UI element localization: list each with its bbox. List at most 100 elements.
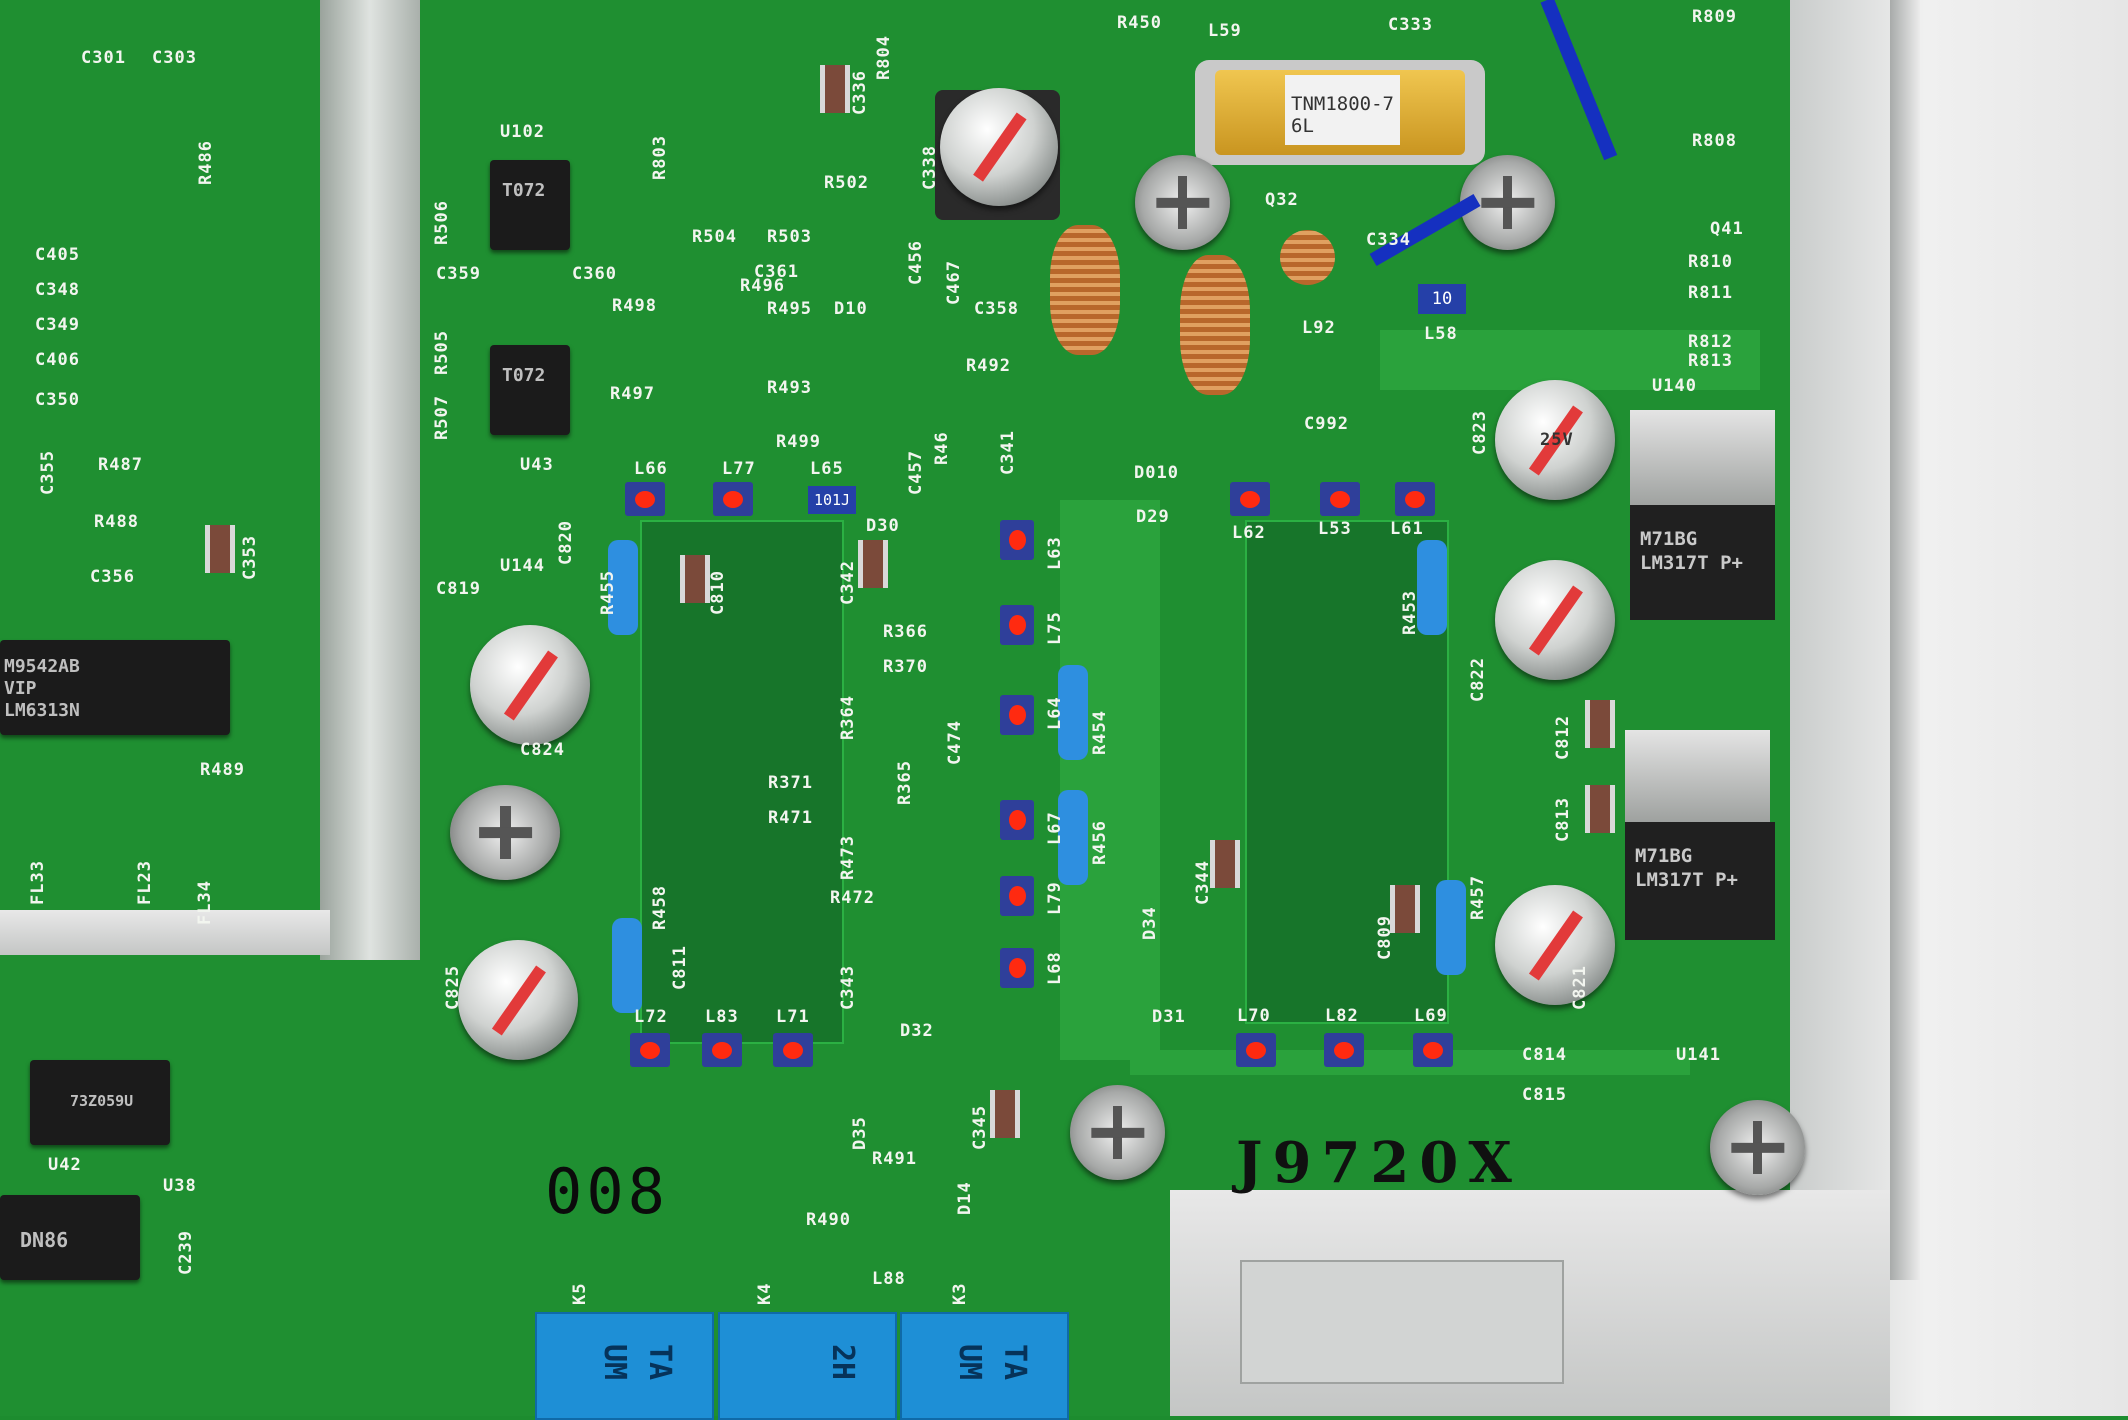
electrolytic-capacitor-c338 xyxy=(940,88,1058,206)
silkscreen-label: R371 xyxy=(768,773,813,793)
silkscreen-label: R491 xyxy=(872,1149,917,1169)
silkscreen-label: C360 xyxy=(572,264,617,284)
metal-shield-left xyxy=(320,0,420,960)
silkscreen-label: U102 xyxy=(500,122,545,142)
silkscreen-label: L82 xyxy=(1325,1006,1359,1026)
silkscreen-label: K5 xyxy=(570,1282,590,1305)
screw xyxy=(1070,1085,1165,1180)
silkscreen-label: L58 xyxy=(1424,324,1458,344)
silkscreen-label: L59 xyxy=(1208,21,1242,41)
air-core-inductor xyxy=(1050,225,1120,355)
smd-inductor-l62 xyxy=(1230,482,1270,516)
smd-inductor-l68 xyxy=(1000,948,1034,988)
silkscreen-label: L62 xyxy=(1232,523,1266,543)
silkscreen-label: Q32 xyxy=(1265,190,1299,210)
silkscreen-label: C992 xyxy=(1304,414,1349,434)
relay-marking: UM xyxy=(952,1344,987,1381)
silkscreen-label: L64 xyxy=(1045,696,1065,730)
silkscreen-label: U38 xyxy=(163,1176,197,1196)
rf-transistor-part: TNM1800-7 xyxy=(1291,93,1394,115)
smd-inductor-l63 xyxy=(1000,520,1034,560)
smd-capacitor xyxy=(858,540,888,588)
trace-top-right xyxy=(1380,330,1760,390)
silkscreen-label: FL33 xyxy=(28,860,48,905)
relay-marking: 2H xyxy=(825,1344,860,1381)
resistor-r455 xyxy=(608,540,638,635)
silkscreen-label: R487 xyxy=(98,455,143,475)
smd-inductor-l77 xyxy=(713,482,753,516)
silkscreen-label: R811 xyxy=(1688,283,1733,303)
smd-capacitor xyxy=(680,555,710,603)
smd-capacitor xyxy=(990,1090,1020,1138)
silkscreen-label: R366 xyxy=(883,622,928,642)
smd-inductor-l83 xyxy=(702,1033,742,1067)
silkscreen-label: C336 xyxy=(850,70,870,115)
relay-marking: TA xyxy=(997,1344,1032,1381)
resistor-r456 xyxy=(1058,790,1088,885)
silkscreen-label: L92 xyxy=(1302,318,1336,338)
ic-marking: M9542AB xyxy=(4,656,80,677)
silkscreen-label: R458 xyxy=(650,885,670,930)
smd-capacitor xyxy=(1210,840,1240,888)
electrolytic-capacitor-c822 xyxy=(1495,560,1615,680)
rf-transistor-code: 6L xyxy=(1291,115,1314,137)
silkscreen-label: R502 xyxy=(824,173,869,193)
silkscreen-label: R455 xyxy=(598,570,618,615)
silkscreen-label: L53 xyxy=(1318,519,1352,539)
silkscreen-label: R493 xyxy=(767,378,812,398)
silkscreen-label: L75 xyxy=(1045,611,1065,645)
silkscreen-label: R810 xyxy=(1688,252,1733,272)
smd-inductor-l71 xyxy=(773,1033,813,1067)
silkscreen-label: D14 xyxy=(955,1181,975,1215)
air-core-inductor xyxy=(1180,255,1250,395)
silkscreen-label: C820 xyxy=(556,520,576,565)
silkscreen-label: R504 xyxy=(692,227,737,247)
electrolytic-capacitor-c825 xyxy=(458,940,578,1060)
silkscreen-label: R488 xyxy=(94,512,139,532)
screw xyxy=(1135,155,1230,250)
silkscreen-label: R489 xyxy=(200,760,245,780)
silkscreen-label: R454 xyxy=(1090,710,1110,755)
silkscreen-label: R364 xyxy=(838,695,858,740)
silkscreen-label: C822 xyxy=(1468,657,1488,702)
resistor-r457 xyxy=(1436,880,1466,975)
silkscreen-label: U42 xyxy=(48,1155,82,1175)
silkscreen-label: FL34 xyxy=(195,880,215,925)
silkscreen-label: L88 xyxy=(872,1269,906,1289)
silkscreen-label: C334 xyxy=(1366,230,1411,250)
bracket-tab xyxy=(1240,1260,1564,1384)
silkscreen-label: L69 xyxy=(1414,1006,1448,1026)
silkscreen-label: L83 xyxy=(705,1007,739,1027)
relay-k3: UM TA xyxy=(900,1312,1069,1420)
silkscreen-label: K4 xyxy=(755,1282,775,1305)
silkscreen-label: D31 xyxy=(1152,1007,1186,1027)
silkscreen-label: C358 xyxy=(974,299,1019,319)
trace-bottom xyxy=(1130,1050,1690,1075)
silkscreen-label: D32 xyxy=(900,1021,934,1041)
silkscreen-label: U43 xyxy=(520,455,554,475)
silkscreen-label: C457 xyxy=(906,450,926,495)
resistor-r453 xyxy=(1417,540,1447,635)
silkscreen-label: R486 xyxy=(196,140,216,185)
regulator-marking: M71BG xyxy=(1635,845,1693,867)
silkscreen-label: R505 xyxy=(432,330,452,375)
silkscreen-label: C821 xyxy=(1570,965,1590,1010)
ic-marking: T072 xyxy=(502,180,546,201)
electrolytic-capacitor-c824 xyxy=(470,625,590,745)
silkscreen-label: C815 xyxy=(1522,1085,1567,1105)
smd-inductor-l72 xyxy=(630,1033,670,1067)
smd-inductor-l69 xyxy=(1413,1033,1453,1067)
coax-jack xyxy=(1710,1100,1805,1195)
trace-center xyxy=(1060,500,1160,1060)
regulator-marking: LM317T P+ xyxy=(1640,552,1743,574)
silkscreen-label: L67 xyxy=(1045,811,1065,845)
silkscreen-label: R453 xyxy=(1400,590,1420,635)
silkscreen-label: R813 xyxy=(1688,351,1733,371)
electrolytic-capacitor-c823 xyxy=(1495,380,1615,500)
silkscreen-label: C349 xyxy=(35,315,80,335)
silkscreen-label: R496 xyxy=(740,276,785,296)
silkscreen-label: R498 xyxy=(612,296,657,316)
smd-capacitor xyxy=(820,65,850,113)
silkscreen-label: R808 xyxy=(1692,131,1737,151)
silkscreen-label: C344 xyxy=(1193,860,1213,905)
